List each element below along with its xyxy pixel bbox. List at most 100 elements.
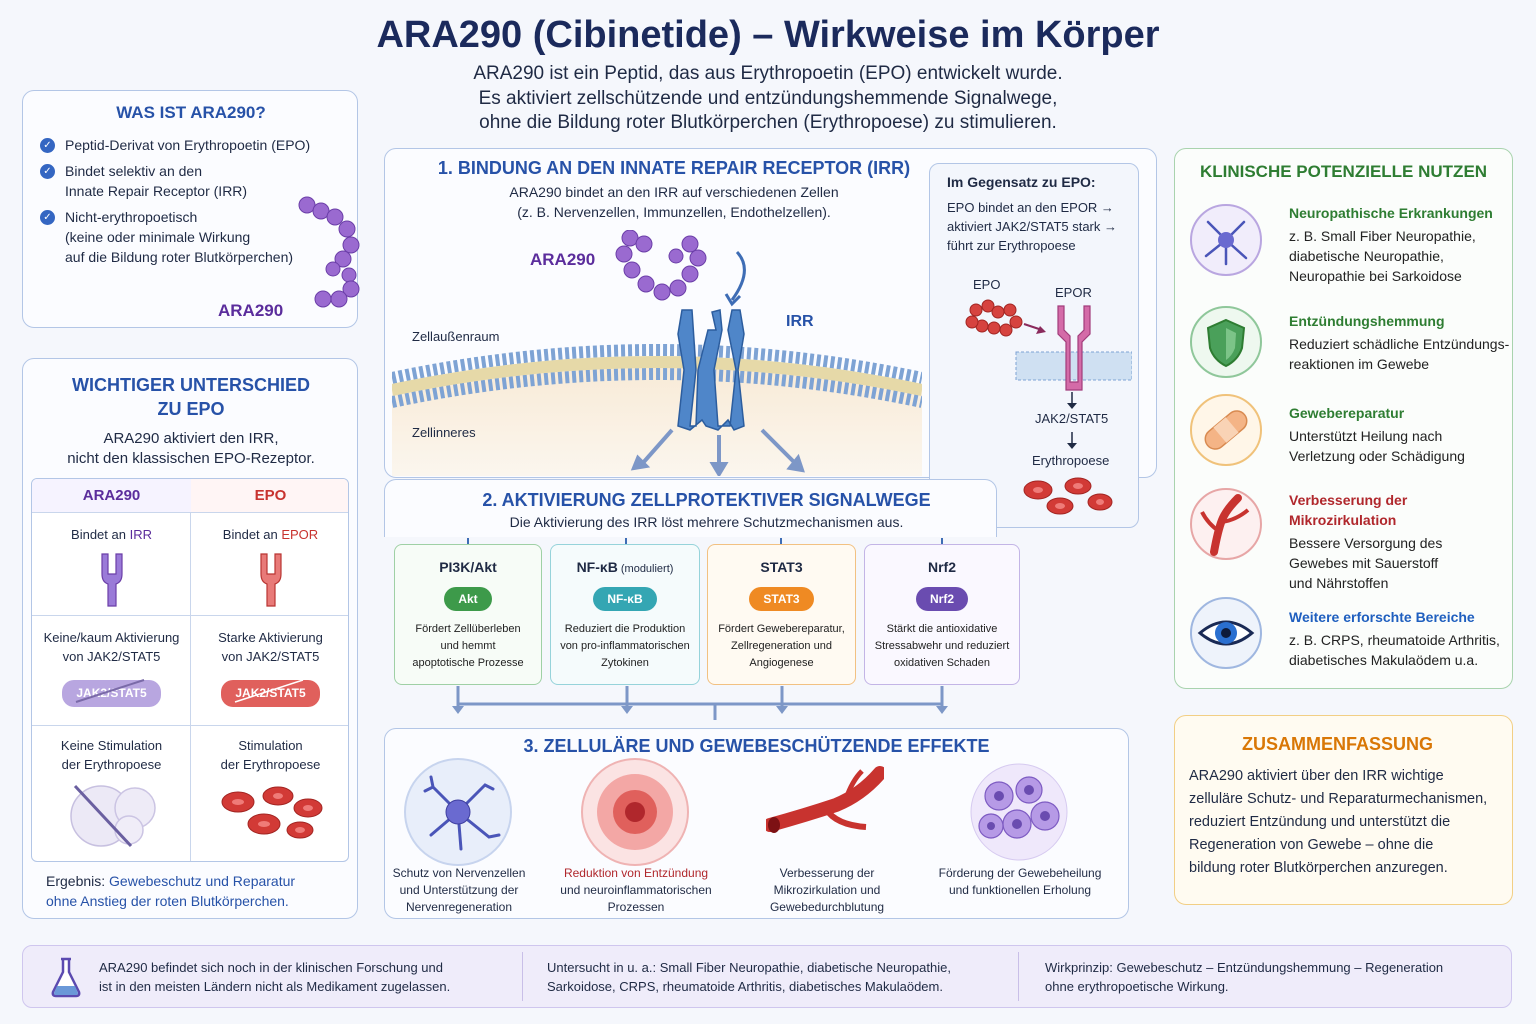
pathway-card: NF-κB (moduliert) NF-κB Reduziert die Pr… xyxy=(550,544,700,685)
clinical-item-desc: Reduziert schädliche Entzündungs- xyxy=(1289,336,1510,352)
vessel-icon xyxy=(1190,488,1262,560)
pathway-line: oxidativen Schaden xyxy=(893,657,990,669)
pathway-name: STAT3 xyxy=(760,559,803,575)
step2-description: Die Aktivierung des IRR löst mehrere Sch… xyxy=(509,514,904,530)
stim-line: Keine Stimulation xyxy=(60,738,163,753)
pathway-line: Angiogenese xyxy=(749,657,814,669)
result-line: Gewebeschutz und Reparatur xyxy=(109,873,296,889)
check-icon: ✓ xyxy=(40,138,55,153)
summary-line: Regeneration von Gewebe – ohne die xyxy=(1189,837,1434,853)
clinical-item-desc: reaktionen im Gewebe xyxy=(1289,356,1430,372)
effect-line: Mikrozirkulation und xyxy=(773,883,881,897)
clinical-item-desc: und Nährstoffen xyxy=(1289,575,1389,591)
footer-studied-in: Untersucht in u. a.: Small Fiber Neuropa… xyxy=(547,958,1017,996)
stim-line: der Erythropoese xyxy=(61,757,162,772)
footer-banner xyxy=(22,945,1512,1008)
clinical-item-desc: diabetische Neuropathie, xyxy=(1289,248,1444,264)
pathway-line: Zytokinen xyxy=(601,657,649,669)
page-title: ARA290 (Cibinetide) – Wirkweise im Körpe… xyxy=(376,14,1160,56)
clinical-item-title: Mikrozirkulation xyxy=(1289,512,1397,528)
what-is-list: ✓Peptid-Derivat von Erythropoetin (EPO) … xyxy=(40,135,340,273)
binds-receptor: EPOR xyxy=(281,527,319,542)
clinical-title: KLINISCHE POTENZIELLE NUTZEN xyxy=(1199,162,1488,181)
result-line: ohne Anstieg der roten Blutkörperchen. xyxy=(46,893,289,909)
effect-line: und funktionellen Erholung xyxy=(948,883,1092,897)
summary-line: ARA290 aktiviert über den IRR wichtige xyxy=(1189,768,1444,784)
contrast-ery-label: Erythropoese xyxy=(1032,453,1110,468)
pathway-name-suffix: (moduliert) xyxy=(617,563,674,575)
clinical-item-desc: diabetisches Makulaödem u.a. xyxy=(1289,652,1479,668)
molecule-label: ARA290 xyxy=(218,301,284,320)
effect-line: Reduktion von Entzündung xyxy=(563,866,709,880)
difference-title: WICHTIGER UNTERSCHIED ZU EPO xyxy=(23,373,359,421)
effect-line: Nervenregeneration xyxy=(405,900,513,914)
check-icon: ✓ xyxy=(40,164,55,179)
step2-title: 2. AKTIVIERUNG ZELLPROTEKTIVER SIGNALWEG… xyxy=(482,490,931,510)
clinical-item-desc: Verletzung oder Schädigung xyxy=(1289,448,1465,464)
effect-line: Prozessen xyxy=(607,900,665,914)
step3-title: 3. ZELLULÄRE UND GEWEBESCHÜTZENDE EFFEKT… xyxy=(523,736,990,756)
clinical-item-desc: z. B. Small Fiber Neuropathie, xyxy=(1289,228,1476,244)
summary-text: ARA290 aktiviert über den IRR wichtige z… xyxy=(1189,765,1509,880)
epor-receptor-icon xyxy=(259,553,282,607)
pathway-line: und hemmt xyxy=(440,640,496,652)
contrast-line: EPO bindet an den EPOR → xyxy=(947,200,1114,215)
effect-line: Schutz von Nervenzellen xyxy=(392,866,526,880)
summary-title: ZUSAMMENFASSUNG xyxy=(1241,734,1433,754)
step1-description: ARA290 bindet an den IRR auf verschieden… xyxy=(384,182,964,222)
epo-epor-illustration xyxy=(965,299,1132,391)
footer-line: Untersucht in u. a.: Small Fiber Neuropa… xyxy=(547,960,951,975)
binds-receptor: IRR xyxy=(129,527,152,542)
title-line: ZU EPO xyxy=(157,399,225,419)
clinical-item-desc: Bessere Versorgung des xyxy=(1289,535,1443,551)
clinical-item-title: Entzündungshemmung xyxy=(1289,313,1445,329)
effect-line: und Unterstützung der xyxy=(399,883,519,897)
binds-prefix: Bindet an xyxy=(222,527,282,542)
intro-line: ARA290 aktiviert den IRR, xyxy=(103,430,279,447)
membrane-illustration xyxy=(392,230,922,476)
strike-icon xyxy=(76,679,145,703)
arrow-down-icon xyxy=(1067,392,1077,409)
arrow-down-icon xyxy=(1067,432,1077,449)
subtitle-line: ohne die Bildung roter Blutkörperchen (E… xyxy=(479,112,1057,133)
subtitle-line: ARA290 ist ein Peptid, das aus Erythropo… xyxy=(473,63,1063,84)
pathway-line: Fördert Gewebereparatur, xyxy=(718,623,845,635)
pathway-line: von pro-inflammatorischen xyxy=(560,640,690,652)
eye-icon xyxy=(1190,597,1262,669)
subtitle-line: Es aktiviert zellschützende und entzündu… xyxy=(478,87,1058,109)
step2-panel xyxy=(384,479,997,537)
no-erythropoiesis-icon xyxy=(69,784,156,848)
stim-line: Stimulation xyxy=(238,738,303,753)
red-blood-cells-icon xyxy=(1023,477,1113,515)
outside-label: Zellaußenraum xyxy=(412,329,500,344)
inside-label: Zellinneres xyxy=(412,425,476,440)
footer-line: ist in den meisten Ländern nicht als Med… xyxy=(99,979,451,994)
footer-principle: Wirkprinzip: Gewebeschutz – Entzündungsh… xyxy=(1045,958,1505,996)
step1-title: 1. BINDUNG AN DEN INNATE REPAIR RECEPTOR… xyxy=(437,158,911,178)
pathway-pill: Nrf2 xyxy=(915,587,968,611)
pathway-pill: NF-κB xyxy=(593,587,657,611)
summary-panel xyxy=(1174,715,1513,905)
desc-line: (z. B. Nervenzellen, Immunzellen, Endoth… xyxy=(517,204,831,220)
epo-contrast-box xyxy=(929,163,1139,528)
activation-line: von JAK2/STAT5 xyxy=(221,649,320,664)
clinical-item: Gewebereparatur Unterstützt Heilung nach… xyxy=(1289,403,1509,466)
effect-line: und neuroinflammatorischen xyxy=(560,883,712,897)
item-text: Bindet selektiv an den xyxy=(65,163,202,179)
pathway-name: Nrf2 xyxy=(927,559,956,575)
binds-prefix: Bindet an xyxy=(71,527,130,542)
bandage-icon xyxy=(1190,394,1262,466)
list-item: ✓Nicht-erythropoetisch(keine oder minima… xyxy=(40,207,340,267)
footer-line: Sarkoidose, CRPS, rheumatoide Arthritis,… xyxy=(547,979,943,994)
difference-intro: ARA290 aktiviert den IRR, nicht den klas… xyxy=(23,429,359,469)
activation-line: Keine/kaum Aktivierung xyxy=(43,630,180,645)
contrast-title: Im Gegensatz zu EPO: xyxy=(947,174,1096,190)
inflamed-cell-icon xyxy=(581,758,689,866)
check-icon: ✓ xyxy=(40,210,55,225)
ara290-stimulation-cell: Keine Stimulation der Erythropoese xyxy=(32,726,191,861)
